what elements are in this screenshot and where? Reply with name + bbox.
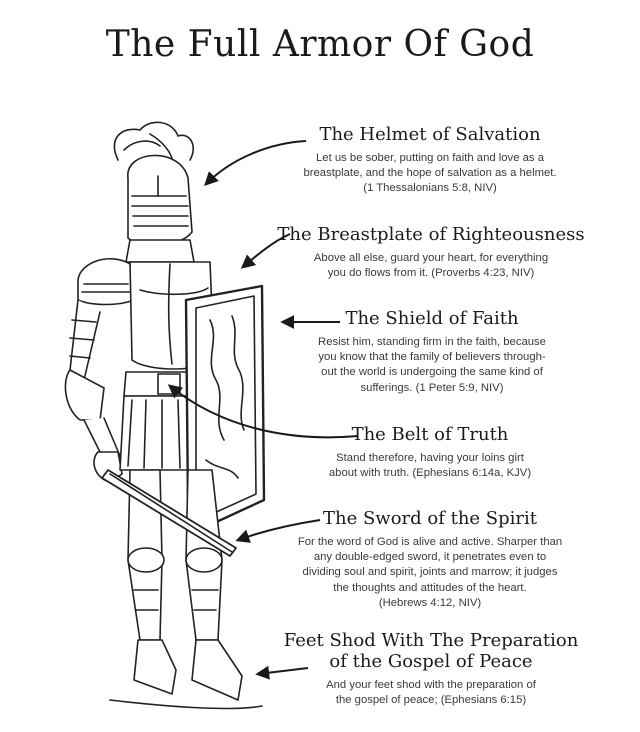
heading-line: Feet Shod With The Preparation (283, 630, 579, 651)
text-line: For the word of God is alive and active.… (297, 536, 563, 548)
section-text: Let us be sober, putting on faith and lo… (250, 151, 610, 197)
section-heading: The Sword of the Spirit (322, 508, 538, 529)
text-line: the gospel of peace; (Ephesians 6:15) (335, 694, 527, 707)
text-line: Resist him, standing firm in the faith, … (318, 336, 546, 348)
text-line: about with truth. (Ephesians 6:14a, KJV) (328, 467, 532, 480)
section-heading: The Breastplate of Righteousness (277, 224, 585, 245)
text-line: And your feet shod with the preparation … (326, 679, 536, 691)
heading-line: of the Gospel of Peace (329, 651, 533, 672)
section-heading: The Helmet of Salvation (319, 124, 541, 145)
text-line: sufferings. (1 Peter 5:9, NIV) (360, 381, 504, 394)
text-line: Stand therefore, having your loins girt (336, 452, 524, 464)
section-text: Resist him, standing firm in the faith, … (282, 335, 582, 396)
section-sword: The Sword of the Spirit For the word of … (250, 508, 610, 611)
section-shield: The Shield of Faith Resist him, standing… (282, 308, 582, 396)
section-heading: Feet Shod With The Preparation of the Go… (266, 630, 596, 672)
text-line: you know that the family of believers th… (318, 351, 546, 364)
text-line: the thoughts and attitudes of the heart. (333, 581, 527, 594)
text-line: Let us be sober, putting on faith and lo… (316, 152, 544, 164)
text-line: (Hebrews 4:12, NIV) (378, 596, 482, 609)
section-text: And your feet shod with the preparation … (266, 678, 596, 708)
text-line: (1 Thessalonians 5:8, NIV) (363, 182, 497, 195)
text-line: breastplate, and the hope of salvation a… (303, 167, 557, 180)
section-feet: Feet Shod With The Preparation of the Go… (266, 630, 596, 708)
section-text: For the word of God is alive and active.… (250, 535, 610, 611)
text-line: you do flows from it. (Proverbs 4:23, NI… (327, 267, 535, 280)
section-helmet: The Helmet of Salvation Let us be sober,… (250, 124, 610, 197)
section-text: Stand therefore, having your loins girt … (300, 451, 560, 481)
page-title: The Full Armor Of God (105, 24, 535, 65)
text-line: out the world is undergoing the same kin… (321, 366, 543, 379)
section-heading: The Shield of Faith (345, 308, 519, 329)
section-breastplate: The Breastplate of Righteousness Above a… (266, 224, 596, 281)
section-text: Above all else, guard your heart, for ev… (266, 251, 596, 281)
text-line: any double-edged sword, it penetrates ev… (313, 551, 547, 564)
section-heading: The Belt of Truth (351, 424, 509, 445)
text-line: Above all else, guard your heart, for ev… (313, 252, 549, 264)
section-belt: The Belt of Truth Stand therefore, havin… (300, 424, 560, 481)
text-line: dividing soul and spirit, joints and mar… (302, 566, 558, 579)
